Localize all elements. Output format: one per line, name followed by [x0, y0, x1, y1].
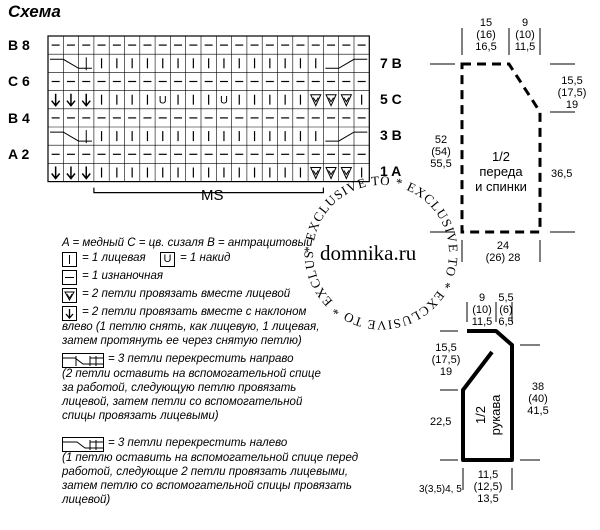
row-label-5c: 5 C — [380, 91, 402, 107]
sleeve-bottom-dim: 11,5(12,5)13,5 — [473, 469, 503, 505]
legend-cross-left-4: затем петлю со вспомогательной спицы про… — [62, 480, 352, 492]
knit-symbol-icon — [62, 252, 77, 267]
sleeve-seam-dim: 22,5 — [430, 416, 452, 428]
row-label-c6: C 6 — [8, 73, 30, 89]
front-top-right-dim: 9(10)11,5 — [514, 17, 536, 53]
front-armhole-dim: 15,5(17,5)19 — [557, 75, 587, 111]
row-label-b8: B 8 — [8, 37, 30, 53]
front-bottom-dim: 24(26) 28 — [485, 240, 521, 264]
row-label-a2: A 2 — [8, 146, 30, 162]
legend-cross-right-2: (2 петли оставить на вспомогательной спи… — [62, 368, 321, 380]
repeat-label: MS — [201, 187, 224, 204]
chart-title: Схема — [8, 2, 61, 21]
sleeve-cap-dim: 15,5(17,5)19 — [431, 342, 461, 378]
legend-cross-right-3: за работой, следующую петлю провязать — [62, 382, 297, 394]
sleeve-length-dim: 38(40)41,5 — [527, 381, 549, 417]
legend-cross-right-1: = 3 петли перекрестить направо — [108, 353, 294, 365]
legend-cross-left-2: (1 петлю оставить на вспомогательной спи… — [62, 452, 359, 464]
row-label-3b: 3 B — [380, 127, 402, 143]
row-label-1a: 1 A — [380, 163, 402, 179]
purl-symbol-icon — [62, 270, 77, 285]
ssk-symbol-icon — [62, 306, 77, 321]
cross-right-symbol-icon — [62, 353, 104, 368]
legend-ssk-1: = 2 петли провязать вместе с наклоном — [82, 306, 307, 318]
legend-yo: = 1 накид — [180, 252, 231, 264]
svg-text:U: U — [220, 95, 228, 107]
legend-cross-left-3: работой, следующие 2 петли провязать лиц… — [62, 466, 349, 478]
front-length-dim: 52(54)55,5 — [430, 134, 452, 170]
watermark-site: domnika.ru — [320, 241, 417, 265]
legend-cross-right-4: лицевой, затем петли со вспомогательной — [62, 396, 303, 408]
legend-colors: A = медный C = цв. сизаля B = антрацитов… — [62, 237, 313, 249]
row-label-7b: 7 B — [380, 55, 402, 71]
sleeve-top-b-dim: 5,5(6)6,5 — [498, 292, 514, 328]
legend-cross-left-1: = 3 петли перекрестить налево — [108, 437, 288, 449]
front-top-left-dim: 15(16)16,5 — [475, 17, 497, 53]
cross-left-symbol-icon — [62, 437, 104, 452]
legend-knit: = 1 лицевая — [82, 252, 146, 264]
legend-ssk-2: влево (1 петлю снять, как лицевую, 1 лиц… — [62, 321, 320, 333]
k2tog-symbol-icon — [62, 288, 77, 303]
sleeve-bottom-left-dim: 3(3,5)4, 5 — [419, 484, 462, 495]
front-side-dim: 36,5 — [551, 168, 573, 180]
svg-text:U: U — [159, 95, 167, 107]
row-label-b4: B 4 — [8, 110, 30, 126]
legend-cross-right-5: спицы провязать лицевыми) — [62, 410, 219, 422]
sleeve-top-a-dim: 9(10)11,5 — [471, 292, 493, 328]
legend-k2tog: = 2 петли провязать вместе лицевой — [82, 288, 291, 300]
repeat-bracket — [93, 187, 324, 194]
yo-symbol-icon: U — [160, 252, 175, 267]
legend-ssk-3: затем протянуть ее через снятую петлю) — [62, 335, 302, 347]
legend-purl: = 1 изнаночная — [82, 270, 163, 282]
legend-cross-left-5: лицевой) — [62, 494, 111, 506]
